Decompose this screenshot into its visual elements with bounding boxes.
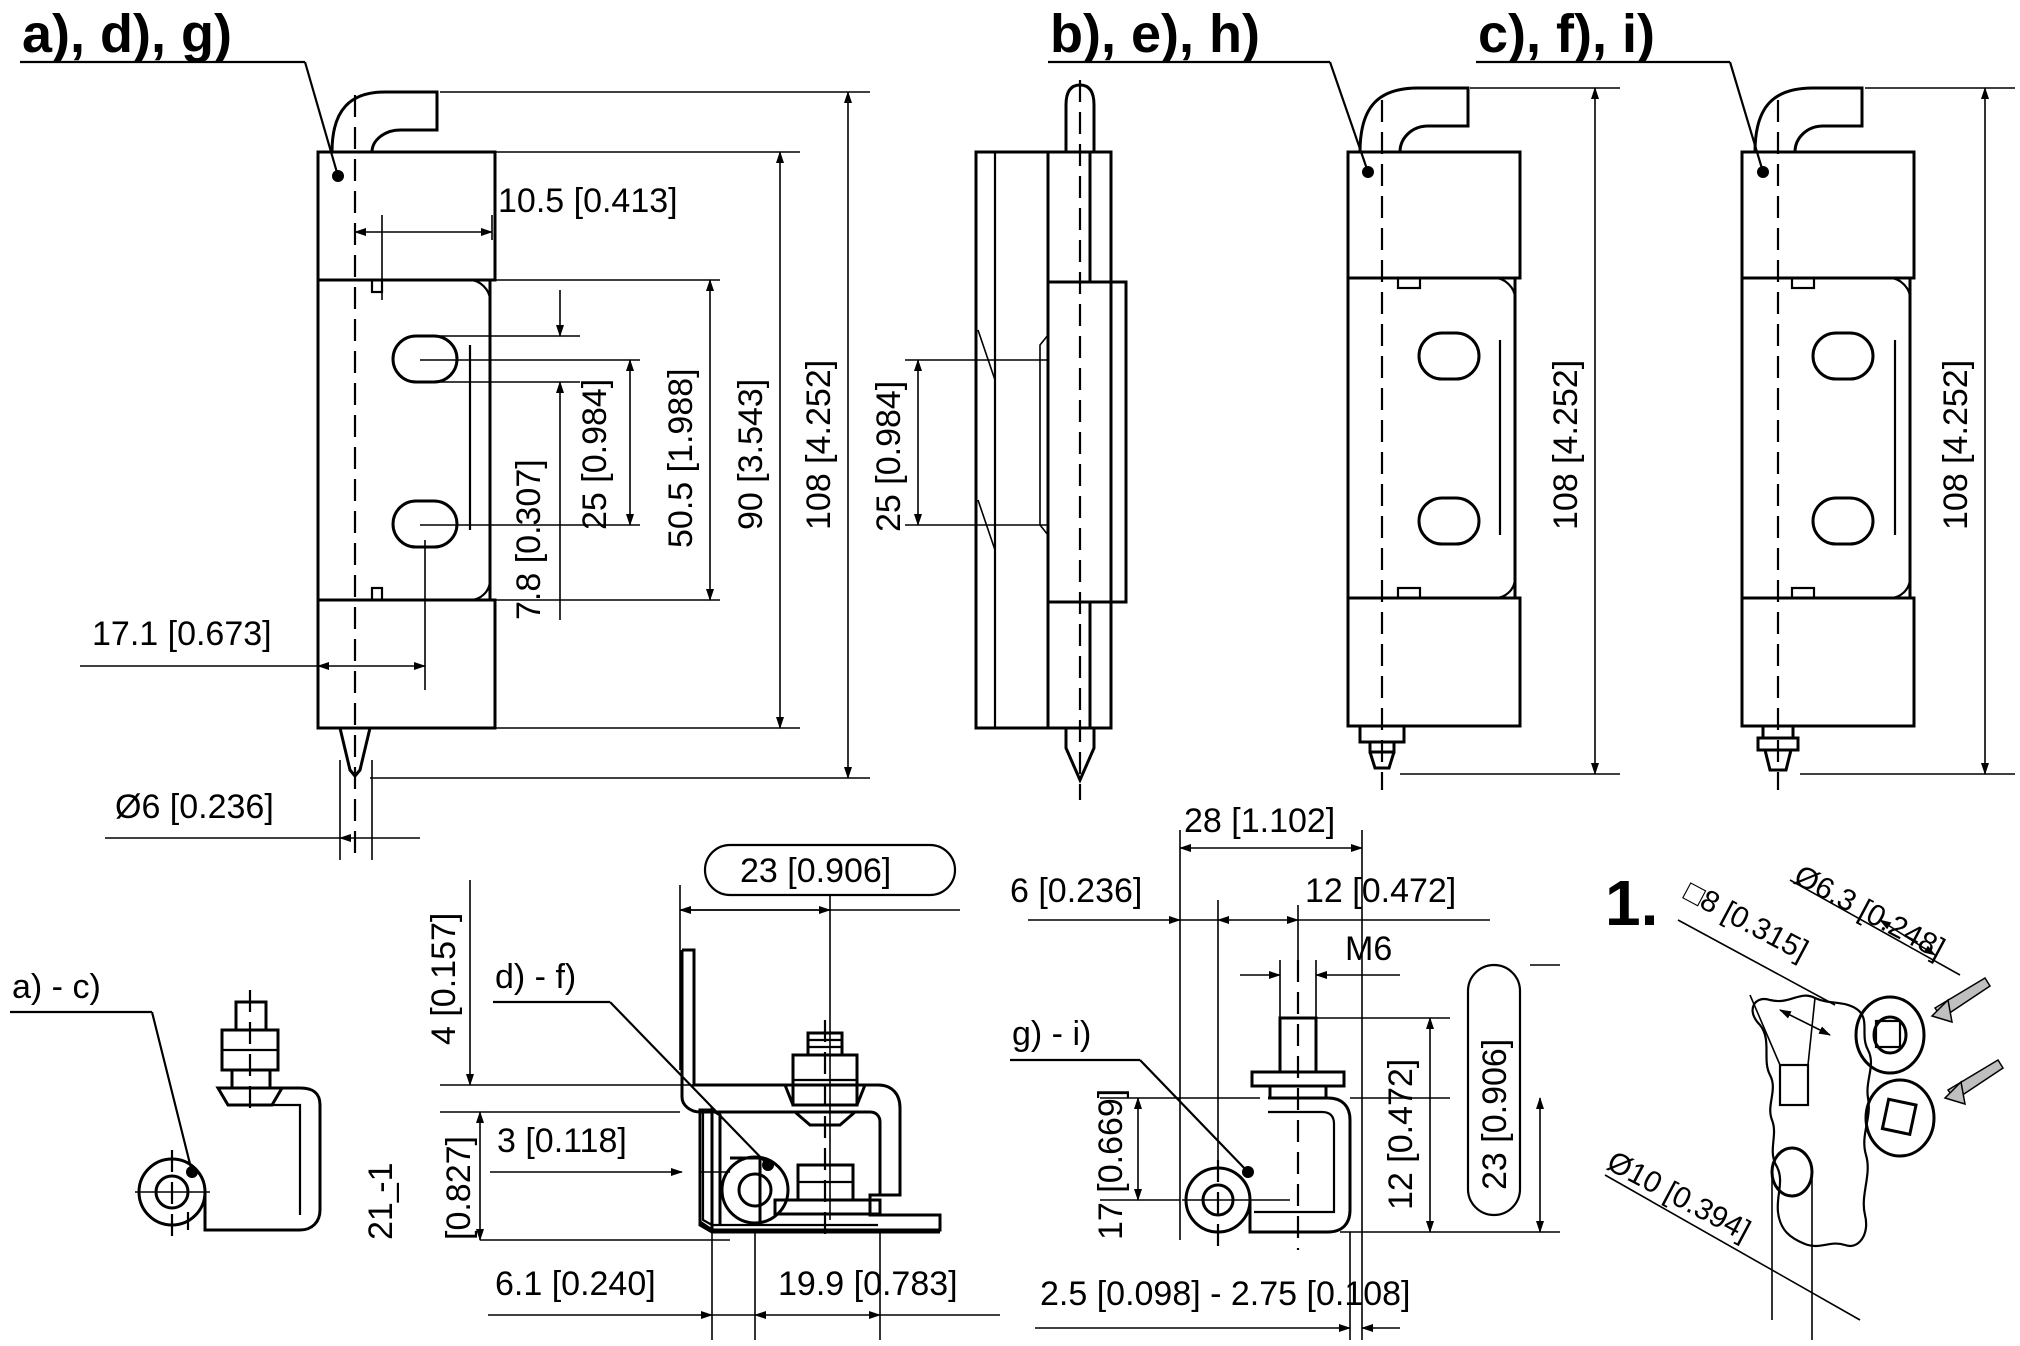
- dim-width-10-5: 10.5 [0.413]: [498, 182, 678, 220]
- dim-slot-width: 7.8 [0.307]: [510, 459, 548, 620]
- dim-stud-offset: 12 [0.472]: [1305, 872, 1456, 910]
- dim-pin-center: 6 [0.236]: [1010, 872, 1142, 910]
- detail-label-1: 1.: [1605, 867, 1658, 939]
- dim-side-slot-pitch: 25 [0.984]: [870, 381, 908, 532]
- dim-overall-length: 108 [4.252]: [800, 360, 838, 530]
- view-label-adg: a), d), g): [22, 4, 232, 64]
- detail-mounting-1: 1. □8 [0.315] Ø6.3 [0.248] Ø10 [0.394]: [1602, 859, 2005, 1340]
- detail-bracket-df: d) - f) 23 [0.906]: [362, 843, 1000, 1340]
- dim-stud-height: 12 [0.472]: [1382, 1059, 1420, 1210]
- dim-washer-hole: Ø6.3 [0.248]: [1789, 859, 1950, 966]
- dim-pin-diameter: Ø6 [0.236]: [115, 788, 274, 826]
- dim-bracket-height-in: [0.827]: [440, 1136, 478, 1240]
- dim-sheet-thickness: 2.5 [0.098] - 2.75 [0.108]: [1040, 1275, 1411, 1313]
- dim-pin-height: 17 [0.669]: [1092, 1089, 1130, 1240]
- dim-body-length: 90 [3.543]: [732, 379, 770, 530]
- dim-round-hole: Ø10 [0.394]: [1602, 1145, 1756, 1248]
- hinge-view-adg: a), d), g) 10.5 [0.413]: [20, 4, 870, 860]
- detail-label-gi: g) - i): [1012, 1015, 1091, 1053]
- dim-bracket-span: 28 [1.102]: [1184, 802, 1335, 840]
- detail-label-ac: a) - c): [12, 968, 101, 1006]
- dim-slot-offset: 17.1 [0.673]: [92, 615, 272, 653]
- dim-bracket-thickness: 3 [0.118]: [497, 1122, 627, 1160]
- detail-bracket-gi: g) - i) 23 [0.906] M6 28 [1.102]: [1010, 802, 1560, 1340]
- detail-label-df: d) - f): [495, 958, 576, 996]
- dim-overall-length-cfi: 108 [4.252]: [1937, 360, 1975, 530]
- dim-bracket-height-gi: 23 [0.906]: [1476, 1039, 1514, 1190]
- dim-bracket-height: 21 ̲-1: [362, 1163, 400, 1241]
- dim-knuckle-length: 50.5 [1.988]: [662, 368, 700, 548]
- dim-overall-length-beh: 108 [4.252]: [1547, 360, 1585, 530]
- hinge-view-beh: b), e), h) 108 [4.252]: [1048, 4, 1620, 790]
- detail-pin-ac: a) - c): [10, 968, 322, 1240]
- hinge-view-cfi: c), f), i) 108 [4.252]: [1476, 4, 2015, 790]
- view-label-beh: b), e), h): [1050, 4, 1260, 64]
- dim-thread: M6: [1345, 930, 1392, 968]
- dim-slot-pitch: 25 [0.984]: [576, 379, 614, 530]
- dim-bracket-top: 4 [0.157]: [425, 913, 463, 1045]
- dim-pin-to-bolt: 19.9 [0.783]: [778, 1265, 958, 1303]
- dim-pin-offset: 6.1 [0.240]: [495, 1265, 656, 1303]
- hinge-side-view: 25 [0.984]: [870, 80, 1128, 800]
- dim-bracket-width: 23 [0.906]: [740, 852, 891, 890]
- view-label-cfi: c), f), i): [1478, 4, 1655, 64]
